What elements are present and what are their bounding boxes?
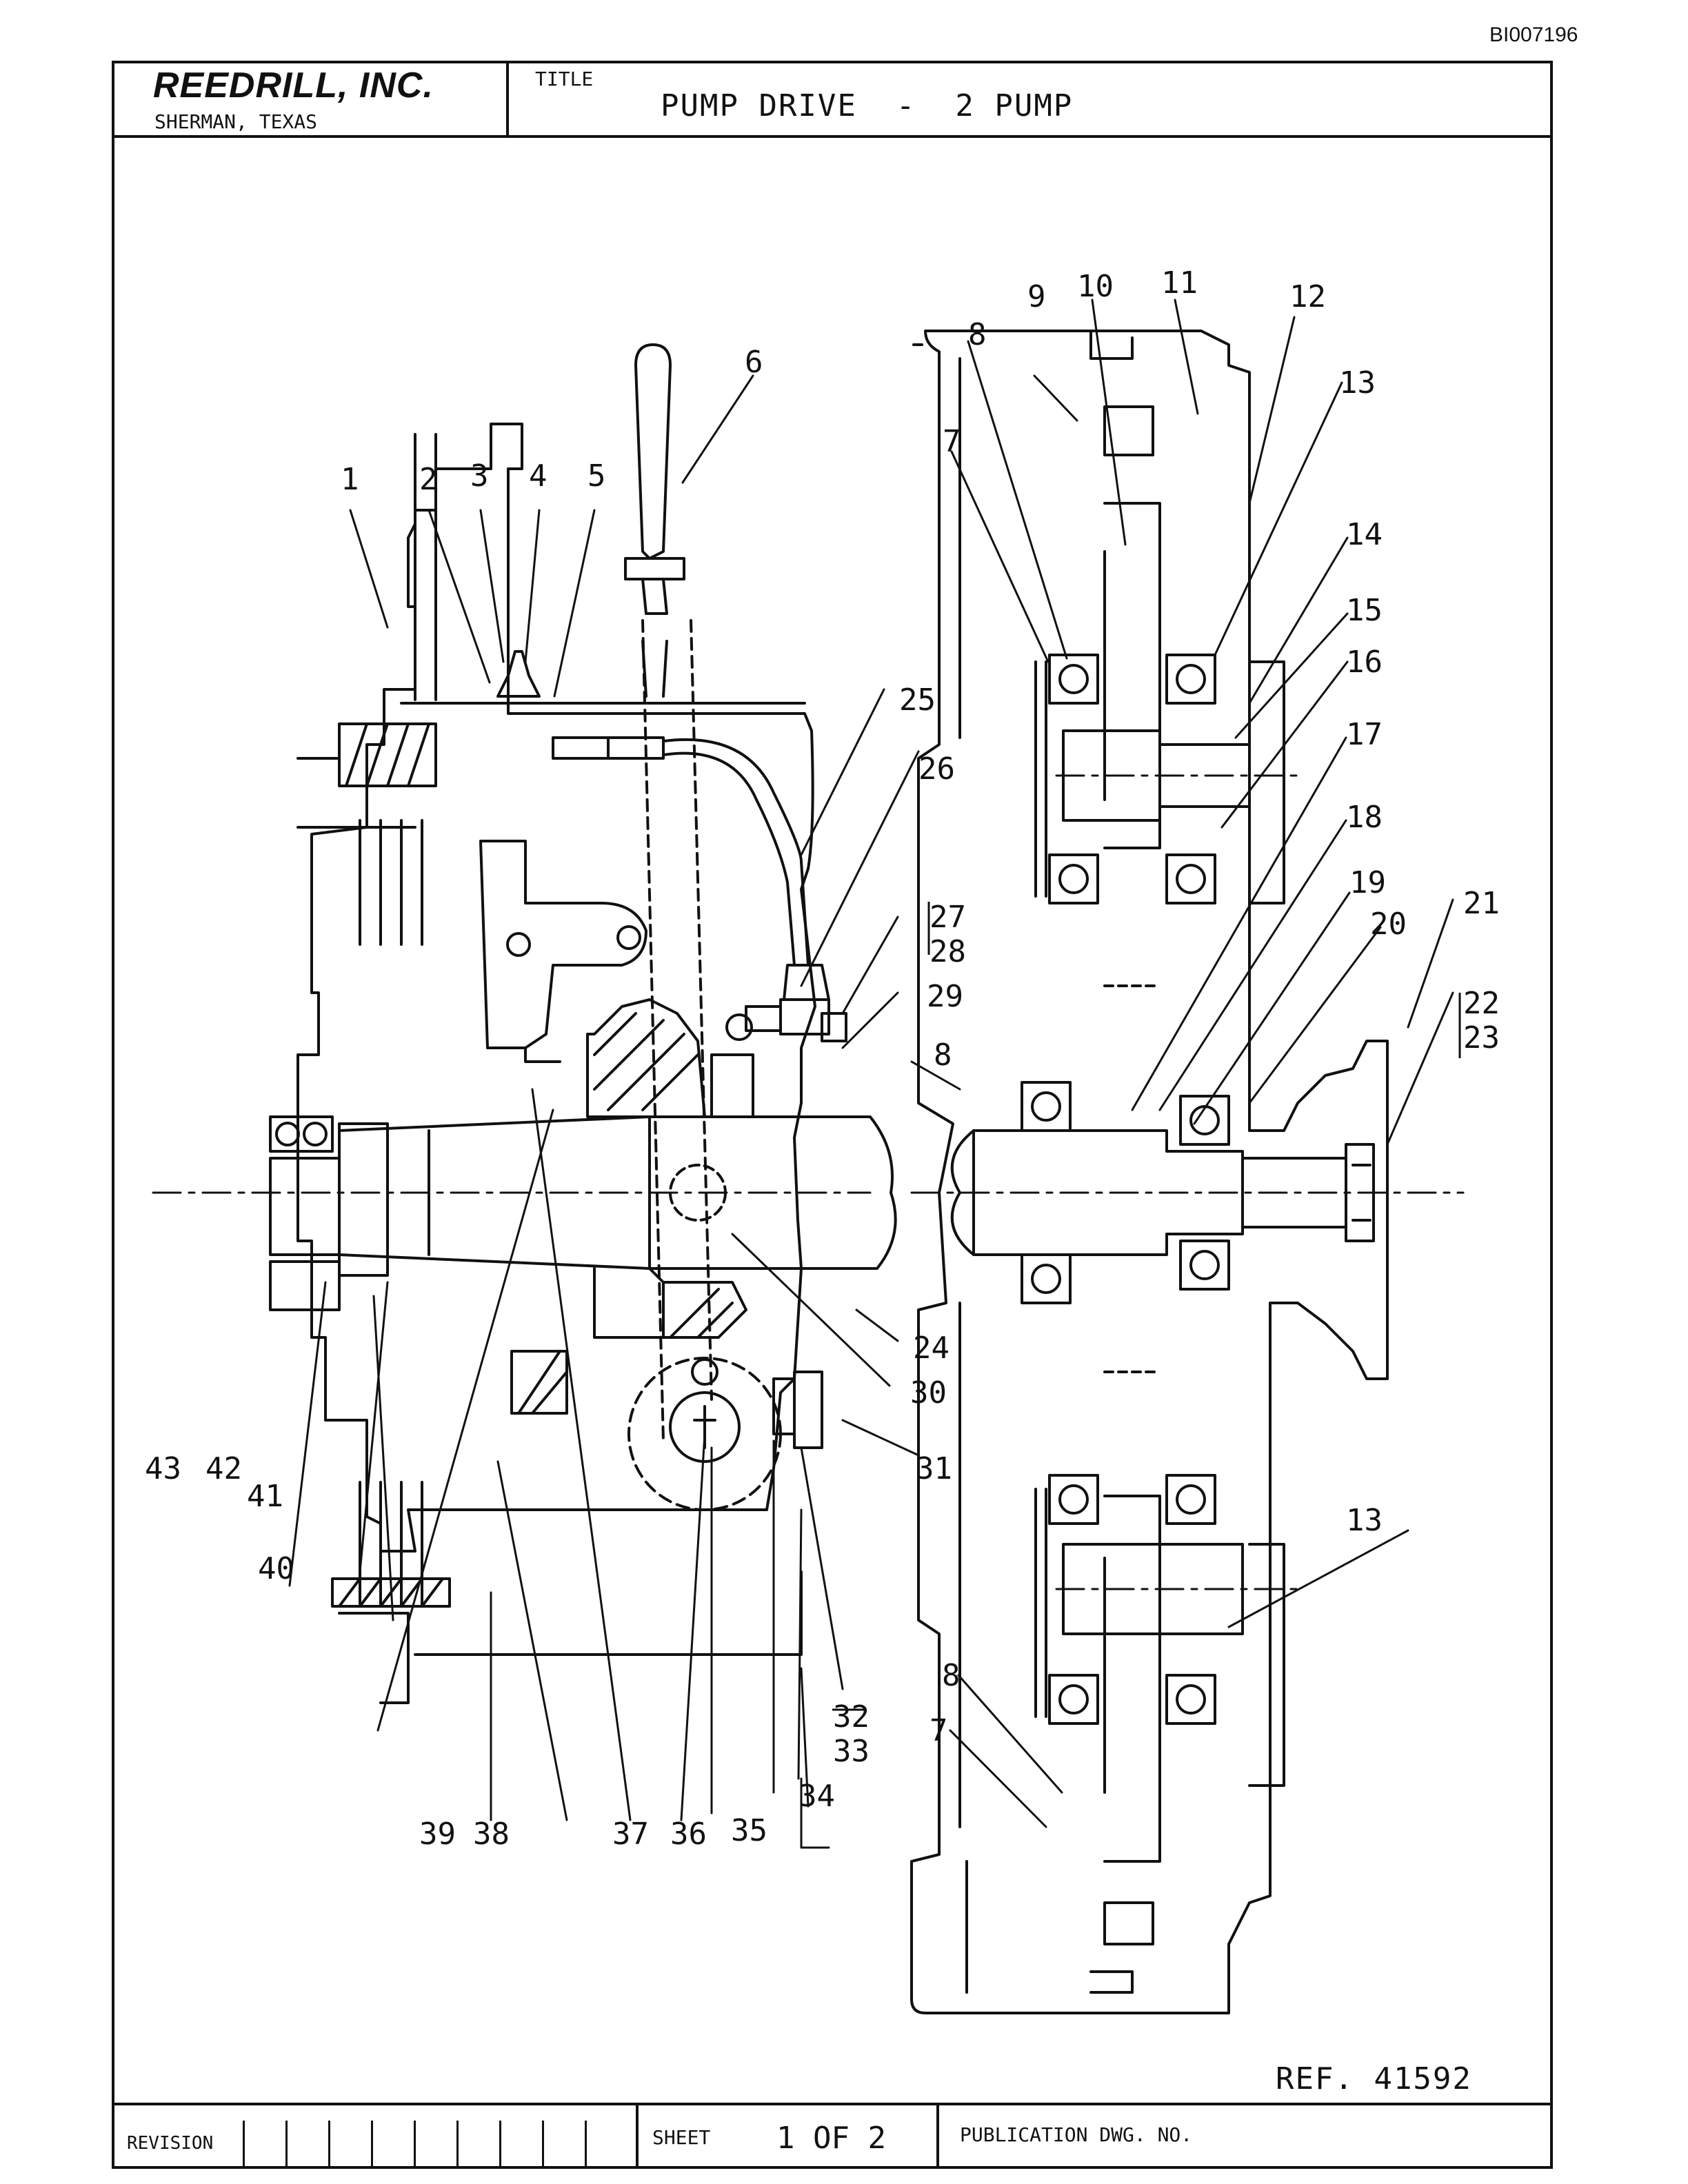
shift-lever-bracket [479, 840, 647, 1049]
pump-drive-diagram: 1 2 3 4 5 6 7 8 9 10 11 12 13 14 15 16 1… [145, 265, 1500, 2014]
revision-box [542, 2121, 585, 2169]
callout-33: 33 [833, 1734, 870, 1769]
callout-10: 10 [1077, 269, 1114, 304]
callout-28: 28 [930, 934, 966, 969]
callout-34: 34 [798, 1779, 835, 1814]
callout-11: 11 [1161, 265, 1198, 301]
callout-3: 3 [470, 458, 489, 494]
lower-flange [331, 1577, 451, 1608]
revision-box [456, 2121, 499, 2169]
callout-7-lower: 7 [930, 1713, 948, 1748]
revision-label: REVISION [127, 2133, 214, 2154]
sheet-cell: SHEET 1 OF 2 [636, 2105, 939, 2169]
callout-1: 1 [341, 462, 359, 497]
bearing-7-upper [1048, 654, 1099, 705]
callout-39: 39 [419, 1817, 456, 1852]
callout-35: 35 [731, 1813, 767, 1848]
publication-label: PUBLICATION DWG. NO. [960, 2123, 1193, 2146]
lower-gear-hatch [662, 1281, 747, 1339]
company-name: REEDRILL, INC. [153, 65, 434, 105]
callout-43: 43 [145, 1451, 181, 1486]
revision-box [328, 2121, 371, 2169]
callout-labels: 1 2 3 4 5 6 7 8 9 10 11 12 13 14 15 16 1… [145, 265, 1500, 1852]
main-shaft [338, 1115, 897, 1270]
upper-gear [1103, 502, 1161, 849]
callout-37: 37 [612, 1817, 649, 1852]
pinion-housing [586, 998, 706, 1118]
callout-13: 13 [1339, 365, 1376, 401]
callout-40: 40 [258, 1551, 294, 1586]
callout-19: 19 [1349, 865, 1386, 900]
revision-box [285, 2121, 328, 2169]
sheet-label: SHEET [652, 2126, 711, 2149]
callout-41: 41 [247, 1479, 283, 1514]
callout-15: 15 [1346, 593, 1383, 628]
callout-8: 8 [968, 317, 987, 352]
company-city: SHERMAN, TEXAS [154, 110, 318, 133]
revision-box [243, 2121, 285, 2169]
callout-26: 26 [918, 751, 955, 787]
callout-8-middle: 8 [934, 1038, 952, 1073]
left-housing [297, 423, 816, 1553]
callout-7: 7 [943, 424, 961, 459]
callout-20: 20 [1370, 907, 1407, 942]
company-cell: REEDRILL, INC. SHERMAN, TEXAS [112, 61, 509, 135]
grease-fitting [496, 650, 541, 698]
callout-31: 31 [916, 1451, 952, 1486]
callout-25: 25 [899, 682, 936, 718]
callout-4: 4 [529, 458, 547, 494]
revision-box [414, 2121, 456, 2169]
lube-hose [552, 736, 665, 760]
right-housing [910, 330, 1389, 2014]
callout-6: 6 [745, 345, 763, 380]
callout-13-lower: 13 [1346, 1503, 1383, 1538]
shift-lever [634, 343, 672, 560]
callout-8-lower: 8 [942, 1658, 961, 1693]
callout-12: 12 [1289, 279, 1326, 314]
drawing-frame [112, 61, 1553, 2169]
revision-box [371, 2121, 414, 2169]
callout-14: 14 [1346, 517, 1383, 552]
revision-box [499, 2121, 542, 2169]
output-shaft [972, 1129, 1244, 1256]
footer-block: REVISION SHEET 1 OF 2 PUBLICATION DWG. N… [112, 2103, 1553, 2169]
callout-2: 2 [419, 462, 438, 497]
callout-36: 36 [670, 1817, 707, 1852]
drawing-title: PUMP DRIVE - 2 PUMP [661, 88, 1074, 123]
callout-42: 42 [205, 1451, 242, 1486]
callout-21: 21 [1463, 886, 1500, 921]
sheet-value: 1 OF 2 [776, 2121, 886, 2156]
callout-23: 23 [1463, 1020, 1500, 1055]
title-block: REEDRILL, INC. SHERMAN, TEXAS TITLE PUMP… [112, 61, 1553, 138]
callout-9: 9 [1027, 279, 1046, 314]
callout-38: 38 [473, 1817, 510, 1852]
callout-32: 32 [833, 1699, 870, 1735]
callout-24: 24 [913, 1331, 950, 1366]
callout-29: 29 [927, 979, 963, 1014]
upper-flange [338, 722, 437, 787]
callout-17: 17 [1346, 717, 1383, 752]
revision-box [585, 2121, 627, 2169]
title-label: TITLE [535, 68, 594, 90]
callout-16: 16 [1346, 645, 1383, 680]
document-id: BI007196 [1489, 23, 1578, 46]
reference-number: REF. 41592 [1276, 2061, 1472, 2096]
callout-27: 27 [930, 900, 966, 935]
callout-22: 22 [1463, 986, 1500, 1021]
callout-5: 5 [587, 458, 606, 494]
shaft-nut [1345, 1143, 1375, 1242]
callout-30: 30 [910, 1375, 947, 1410]
callout-18: 18 [1346, 800, 1383, 835]
